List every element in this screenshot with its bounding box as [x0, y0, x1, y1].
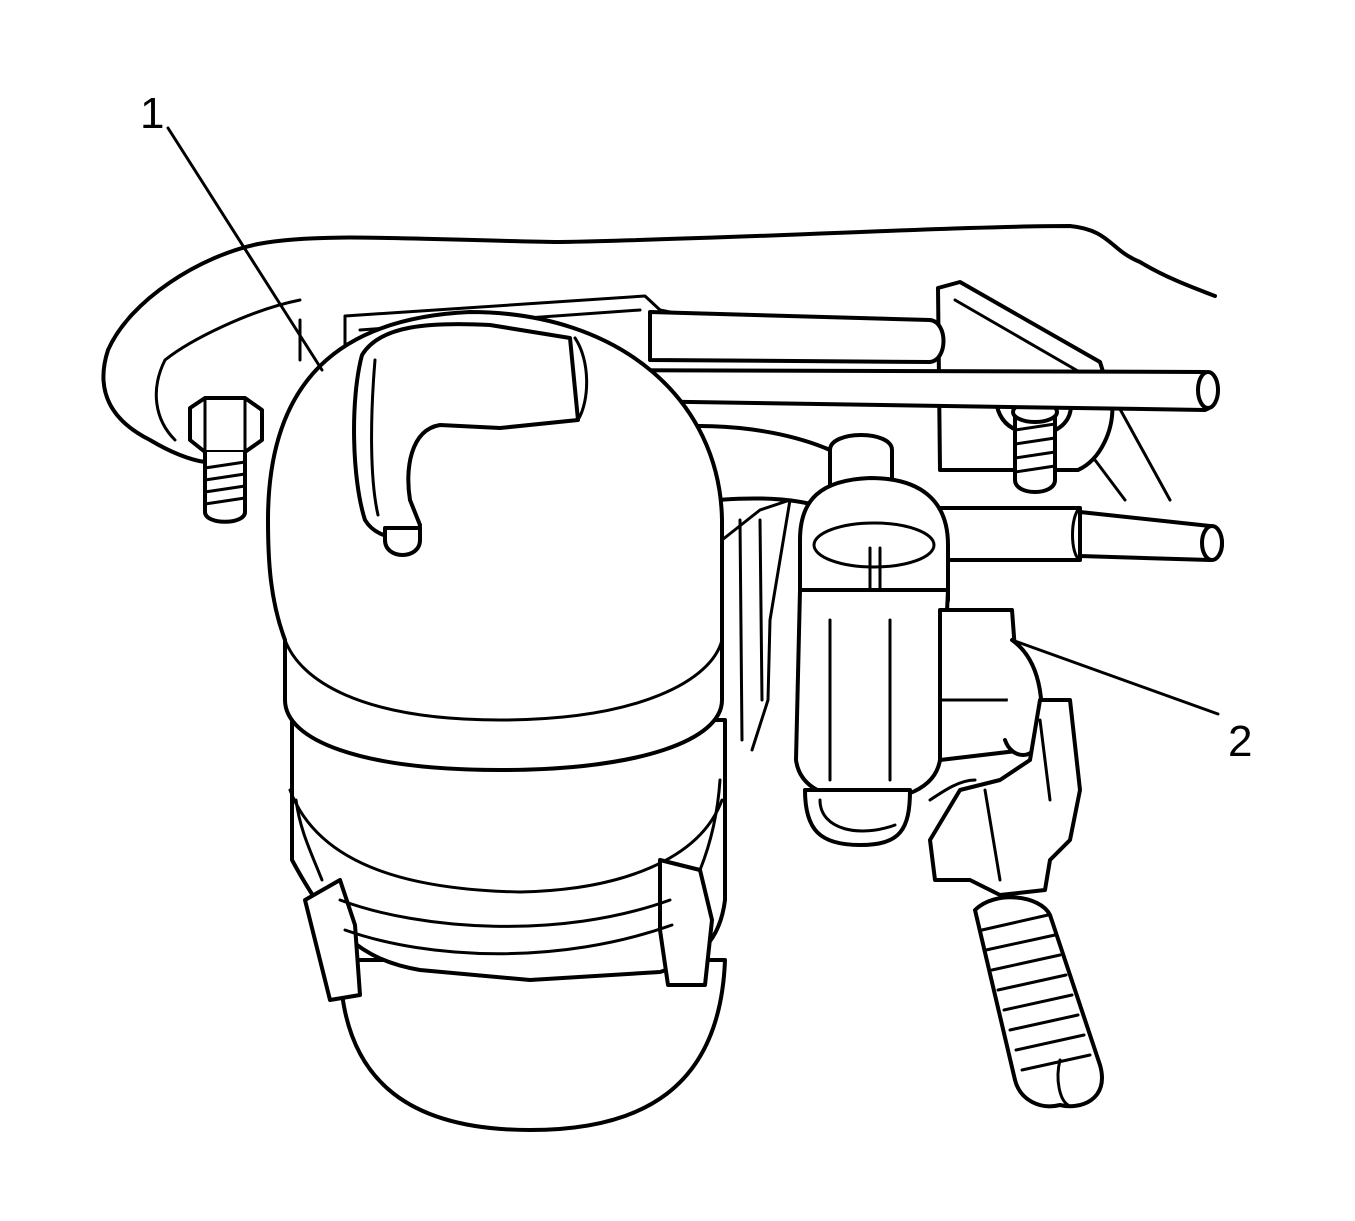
callout-1-leader — [166, 126, 324, 372]
callout-1-label: 1 — [140, 89, 164, 138]
electrical-connector — [928, 608, 1104, 1109]
receiver-dryer — [266, 310, 727, 1132]
pressure-switch — [720, 433, 950, 847]
callout-2-leader — [1010, 638, 1220, 716]
callout-leaders — [166, 126, 1220, 716]
callout-2-label: 2 — [1228, 717, 1252, 766]
left-mounting-bolt — [188, 396, 264, 524]
